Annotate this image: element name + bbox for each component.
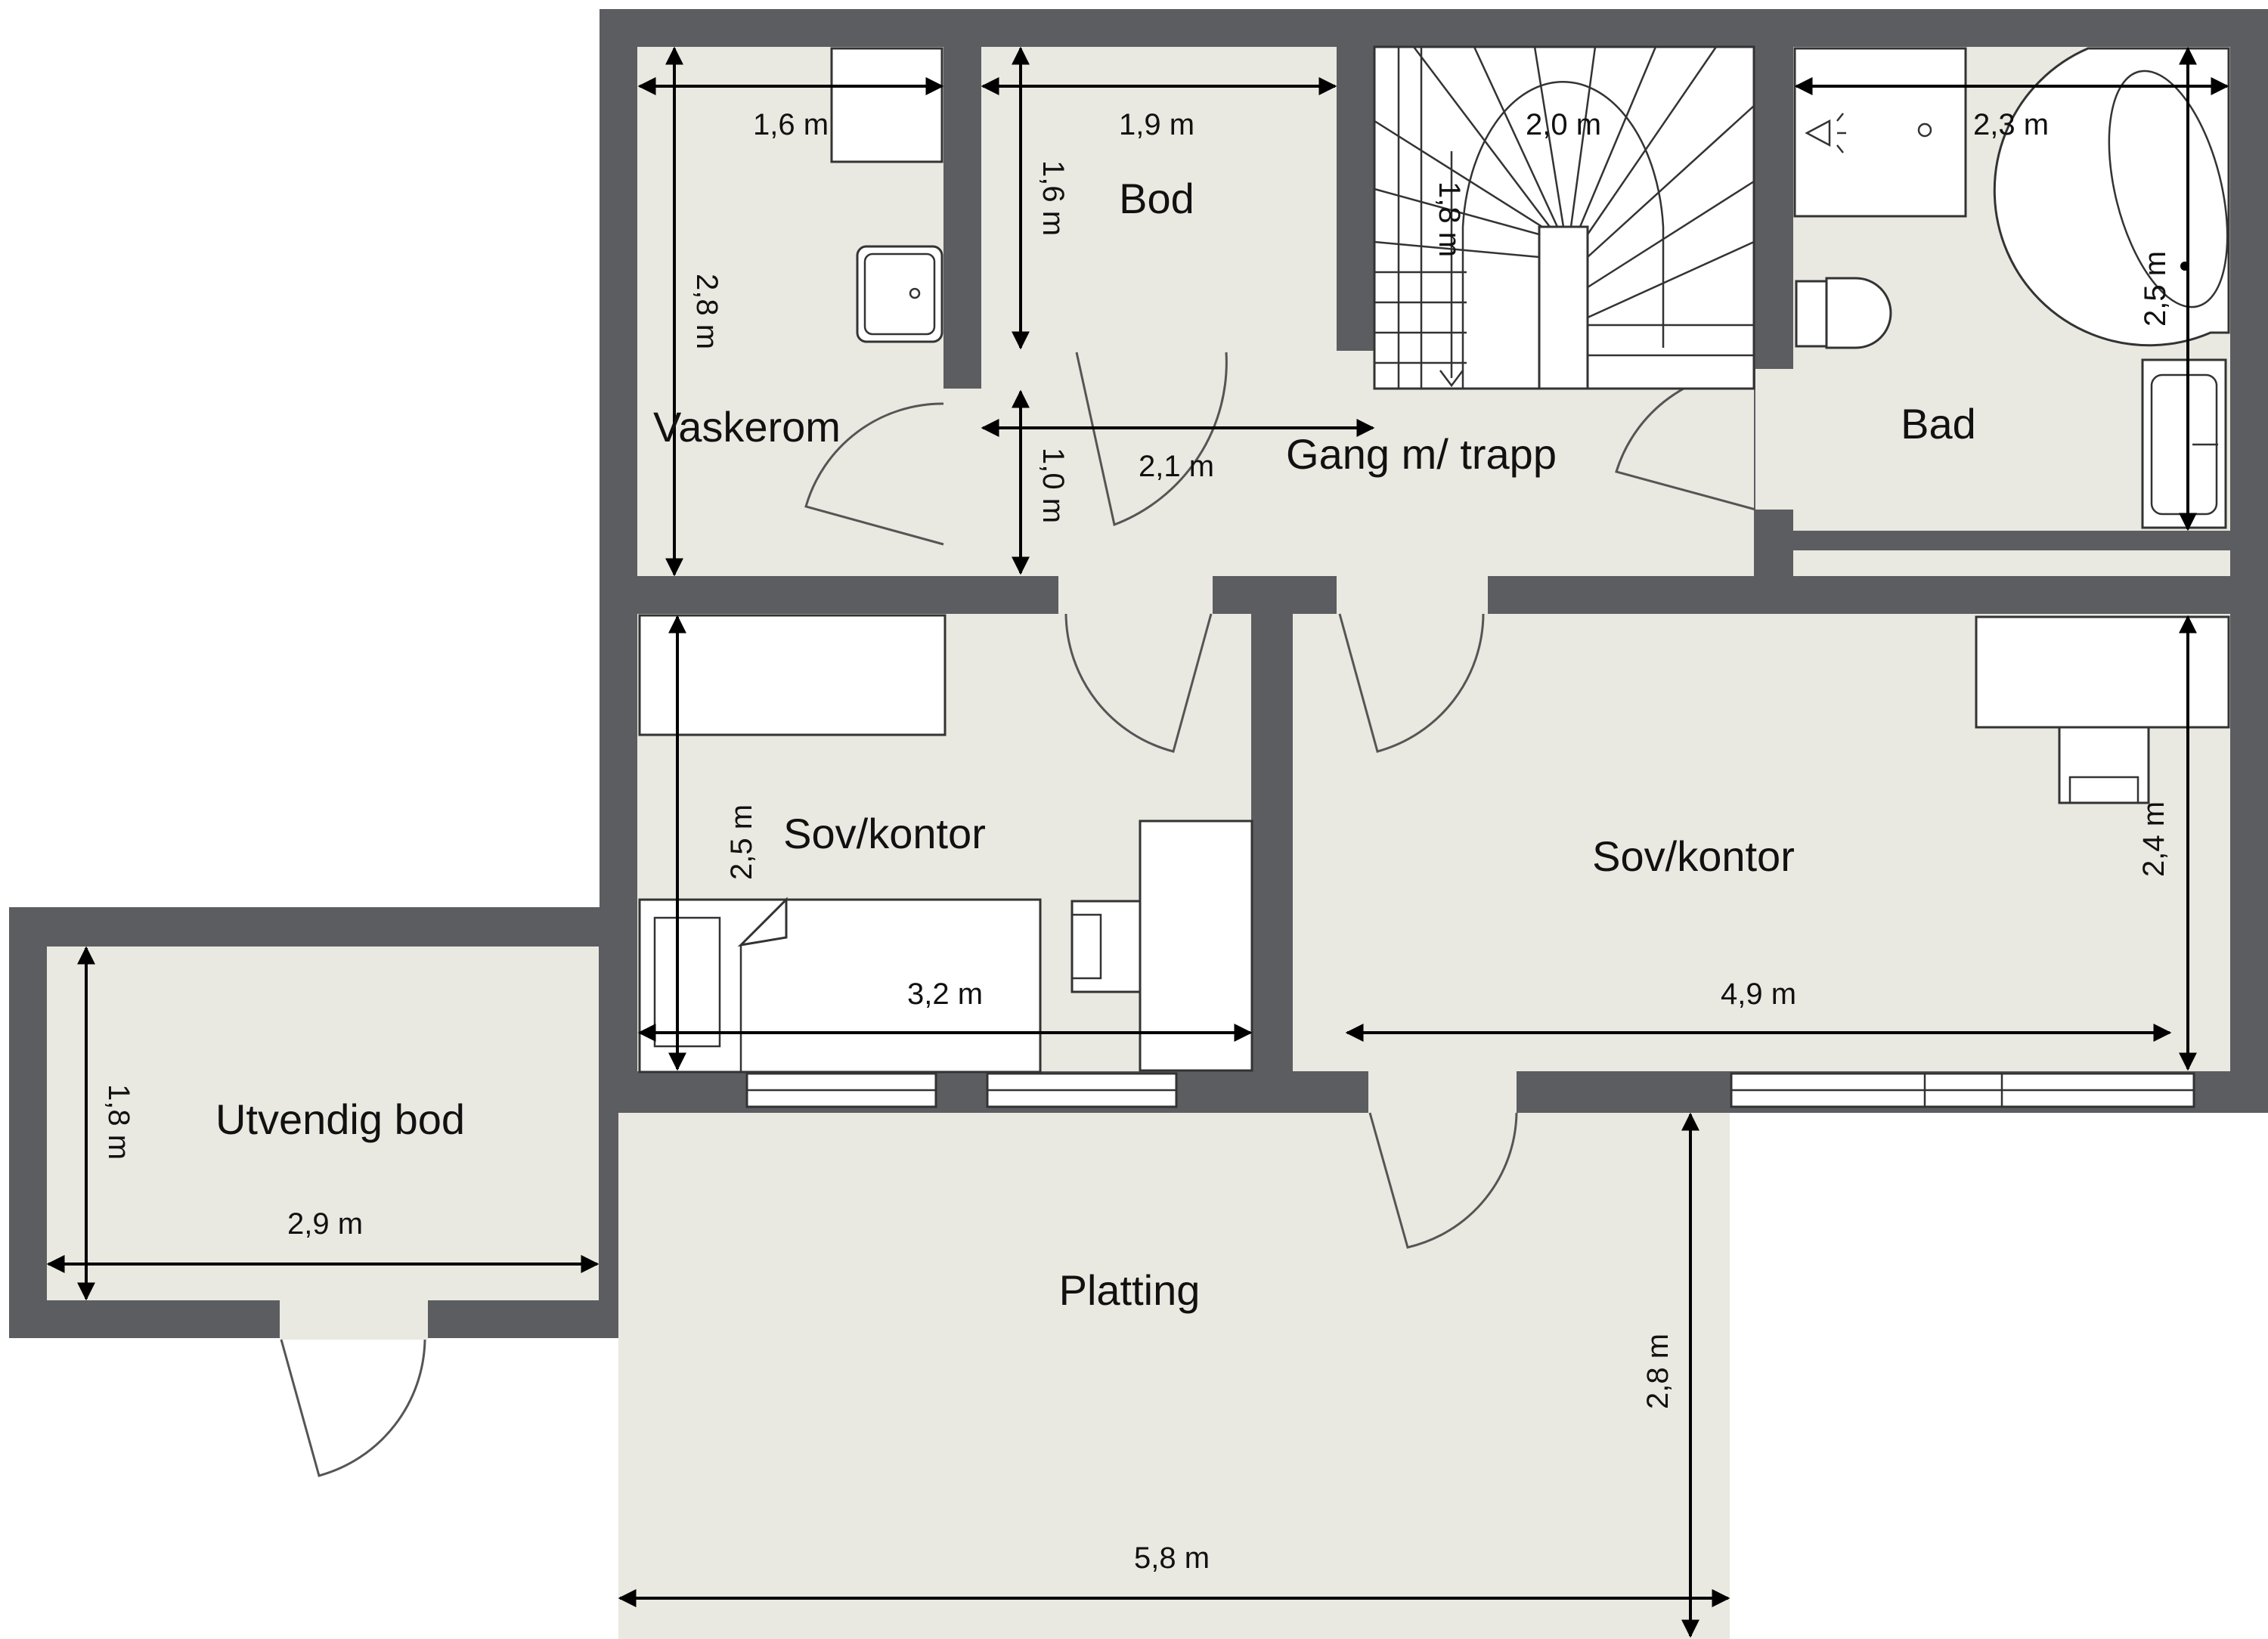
washer [830, 47, 943, 163]
door-utvendig-bod [280, 1339, 426, 1477]
bed-left [638, 897, 1042, 1074]
dim-gang-height: 1,0 m [1036, 448, 1070, 523]
dim-stair-width: 2,0 m [1526, 108, 1601, 141]
door-sov-right [1338, 613, 1485, 753]
dim-bod-width: 1,9 m [1119, 108, 1194, 141]
fixtures [638, 47, 2230, 1074]
dim-sov-left-width: 3,2 m [907, 978, 983, 1011]
room-label-vaskerom: Vaskerom [653, 403, 841, 451]
dim-vaskerom-width: 1,6 m [753, 108, 829, 141]
dim-gang-width: 2,1 m [1139, 450, 1214, 483]
dim-platting-height: 2,8 m [1641, 1334, 1675, 1409]
dimension-lines [46, 46, 2229, 1638]
dim-stair-height: 1,8 m [1433, 181, 1466, 257]
room-label-utvendig-bod: Utvendig bod [215, 1095, 465, 1143]
sink-bad [2141, 358, 2227, 529]
utvendig-bod-floor [47, 947, 599, 1300]
dim-sov-right-height: 2,4 m [2137, 801, 2170, 877]
chair-left [1070, 900, 1142, 993]
dim-bod-height: 1,6 m [1036, 160, 1070, 236]
door-platting [1368, 1112, 1518, 1249]
door-bod [1075, 352, 1228, 527]
sink-vaskerom [856, 245, 943, 343]
dim-bad-height: 2,5 m [2139, 251, 2172, 327]
dim-sov-right-width: 4,9 m [1721, 978, 1796, 1011]
room-label-bad: Bad [1901, 400, 1976, 448]
dimension-labels: 1,6 m 2,8 m 1,9 m 1,6 m 2,0 m 1,8 m 2,3 … [102, 108, 2172, 1575]
shower [1793, 47, 1967, 218]
dim-sov-left-height: 2,5 m [725, 804, 758, 880]
toilet [1795, 277, 1892, 349]
interior-walls [1755, 531, 2230, 550]
room-label-sov-right: Sov/kontor [1592, 832, 1795, 880]
dim-platting-width: 5,8 m [1134, 1541, 1210, 1575]
dim-vaskerom-height: 2,8 m [690, 274, 723, 349]
room-label-sov-left: Sov/kontor [783, 810, 986, 857]
staircase [1373, 45, 1755, 390]
door-openings [280, 351, 1793, 1340]
bod-floor [981, 47, 1337, 351]
dim-utv-height: 1,8 m [102, 1084, 135, 1160]
chair-right [2058, 726, 2150, 804]
door-sov-left [1064, 613, 1213, 753]
room-labels: Vaskerom Bod Gang m/ trapp Bad Sov/konto… [215, 175, 1976, 1314]
room-label-gang: Gang m/ trapp [1286, 430, 1557, 478]
desk-right [1975, 615, 2230, 729]
dim-bad-width: 2,3 m [1973, 108, 2049, 141]
windows [745, 1072, 2195, 1108]
door-vaskerom [804, 402, 944, 546]
platting-floor [618, 1113, 1730, 1639]
room-label-platting: Platting [1059, 1266, 1201, 1314]
floors [47, 47, 2230, 1639]
room-label-bod: Bod [1119, 175, 1194, 222]
wardrobe-left [638, 614, 947, 736]
doors [280, 352, 1756, 1477]
dim-utv-width: 2,9 m [287, 1207, 363, 1241]
